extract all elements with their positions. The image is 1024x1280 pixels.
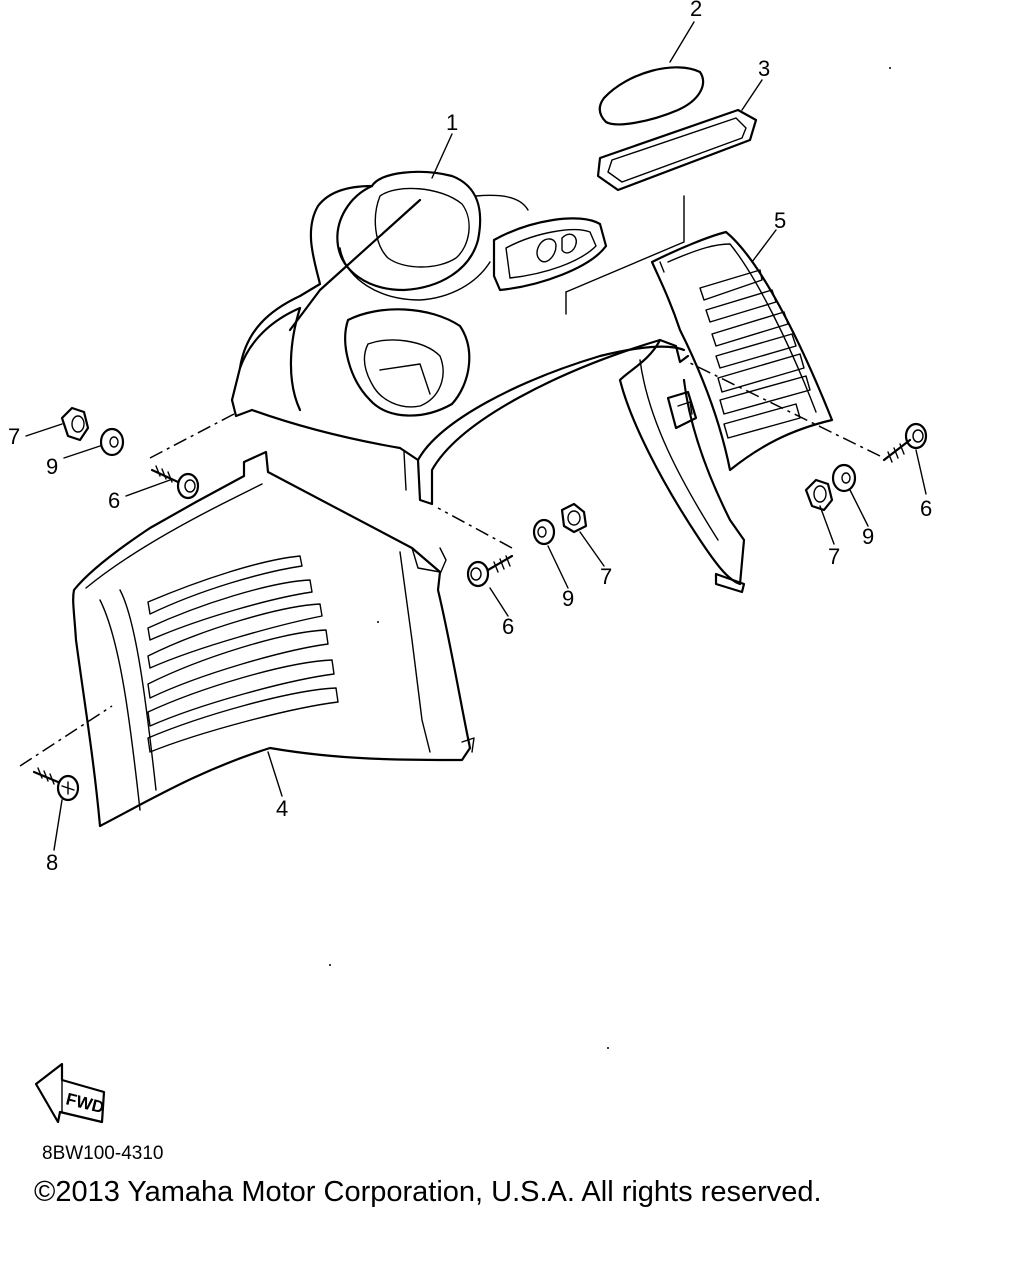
callout-9-right: 9: [862, 524, 874, 549]
callout-8: 8: [46, 850, 58, 875]
washer-9-center: [532, 518, 556, 546]
callout-5: 5: [774, 208, 786, 233]
assembly-lines: [19, 195, 881, 767]
callout-6-right: 6: [920, 496, 932, 521]
part-3-gasket: [596, 108, 758, 192]
bolt-6-center: [466, 554, 514, 588]
fwd-arrow-icon: FWD: [34, 1062, 106, 1124]
callout-6-center: 6: [502, 614, 514, 639]
fwd-label: FWD: [64, 1089, 106, 1117]
part-5-right-panel: [650, 230, 834, 472]
callout-7-center: 7: [600, 564, 612, 589]
leader-lines: [25, 21, 927, 851]
callout-9-center: 9: [562, 586, 574, 611]
callout-4: 4: [276, 796, 288, 821]
nut-7-center: [560, 502, 588, 534]
drawing-code: 8BW100-4310: [42, 1143, 164, 1164]
callout-numbers: 1 2 3 4 5 6 6 6 7 7 7 8 9 9 9: [8, 0, 932, 875]
copyright-notice: ©2013 Yamaha Motor Corporation, U.S.A. A…: [34, 1176, 822, 1208]
bolt-6-right: [882, 422, 928, 463]
callout-1: 1: [446, 110, 458, 135]
callout-7-right: 7: [828, 544, 840, 569]
callout-6-left: 6: [108, 488, 120, 513]
part-4-left-panel: [72, 450, 475, 828]
scan-dots: [329, 67, 891, 1049]
callout-9-left: 9: [46, 454, 58, 479]
callout-2: 2: [690, 0, 702, 21]
screw-8: [32, 767, 80, 802]
callout-3: 3: [758, 56, 770, 81]
nut-7-right: [804, 478, 834, 512]
callout-7-left: 7: [8, 424, 20, 449]
part-2-lens-cover: [598, 66, 705, 126]
bolt-6-left: [150, 465, 200, 500]
nut-7-left: [60, 406, 90, 442]
part-1-front-fender: [230, 170, 746, 594]
washer-9-left: [99, 427, 125, 457]
washer-9-right: [831, 463, 857, 493]
